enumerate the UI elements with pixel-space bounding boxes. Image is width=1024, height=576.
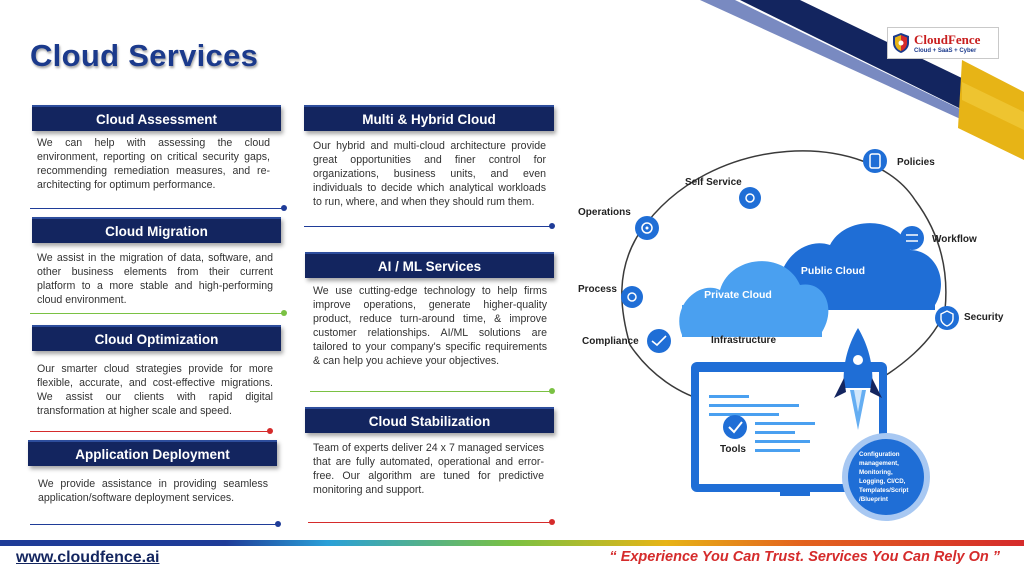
logo-tagline: Cloud + SaaS + Cyber (914, 47, 977, 54)
section-text-cloud-stabilization: Team of experts deliver 24 x 7 managed s… (313, 442, 544, 496)
tools-label: Tools (720, 444, 746, 455)
public-cloud-label: Public Cloud (801, 265, 865, 277)
section-header-application-deployment: Application Deployment (28, 440, 277, 466)
divider-line (304, 223, 555, 229)
infrastructure-label: Infrastructure (711, 335, 776, 346)
cloud-management-diagram: Public Cloud Private Cloud (578, 149, 1004, 521)
section-text-cloud-assessment: We can help with assessing the cloud env… (37, 137, 270, 191)
badge-line: Logging, CI/CD, (859, 478, 906, 485)
process-label: Process (578, 284, 617, 295)
divider-line (30, 521, 281, 527)
section-text-ai-ml-services: We use cutting-edge technology to help f… (313, 285, 547, 367)
footer-color-bar (0, 540, 1024, 546)
self-service-label: Self Service (685, 177, 742, 188)
shield-logo-icon (893, 33, 909, 53)
divider-line (30, 310, 287, 316)
compliance-label: Compliance (582, 336, 639, 347)
operations-node-icon (635, 216, 659, 240)
compliance-node-icon (647, 329, 671, 353)
badge-line: Monitoring, (859, 469, 893, 476)
badge-line: management, (859, 460, 899, 467)
private-cloud-icon (679, 261, 829, 337)
page-title: Cloud Services (30, 38, 259, 73)
company-logo: CloudFence Cloud + SaaS + Cyber (887, 27, 999, 59)
divider-line (30, 205, 287, 211)
footer-tagline: “ Experience You Can Trust. Services You… (609, 549, 1000, 565)
section-header-cloud-assessment: Cloud Assessment (32, 105, 281, 131)
section-header-cloud-stabilization: Cloud Stabilization (305, 407, 554, 433)
divider-line (310, 388, 555, 394)
process-node-icon (621, 286, 643, 308)
svg-text:Configuration manageme: Configuration management, Monitoring, Lo… (859, 451, 910, 503)
workflow-label: Workflow (932, 234, 977, 245)
private-cloud-label: Private Cloud (704, 289, 772, 301)
section-header-ai-ml-services: AI / ML Services (305, 252, 554, 278)
rocket-icon (834, 328, 882, 430)
policies-node-icon (863, 149, 887, 173)
divider-line (30, 428, 273, 434)
workflow-node-icon (900, 226, 924, 250)
logo-name: CloudFence (914, 31, 981, 47)
badge-line: /Blueprint (859, 496, 888, 503)
operations-label: Operations (578, 207, 631, 218)
security-label: Security (964, 312, 1004, 323)
section-text-cloud-optimization: Our smarter cloud strategies provide for… (37, 363, 273, 417)
configuration-badge: Configuration management, Monitoring, Lo… (842, 433, 930, 521)
section-header-cloud-migration: Cloud Migration (32, 217, 281, 243)
security-node-icon (935, 306, 959, 330)
section-text-application-deployment: We provide assistance in providing seaml… (38, 478, 268, 504)
policies-label: Policies (897, 157, 935, 168)
badge-line: Configuration (859, 451, 900, 458)
divider-line (308, 519, 555, 525)
section-text-cloud-migration: We assist in the migration of data, soft… (37, 252, 273, 306)
section-header-cloud-optimization: Cloud Optimization (32, 325, 281, 351)
self-service-node-icon (739, 187, 761, 209)
section-header-multi-hybrid-cloud: Multi & Hybrid Cloud (304, 105, 554, 131)
badge-line: Templates/Script (859, 487, 908, 494)
website-link[interactable]: www.cloudfence.ai (16, 549, 160, 566)
section-text-multi-hybrid-cloud: Our hybrid and multi-cloud architecture … (313, 140, 546, 208)
